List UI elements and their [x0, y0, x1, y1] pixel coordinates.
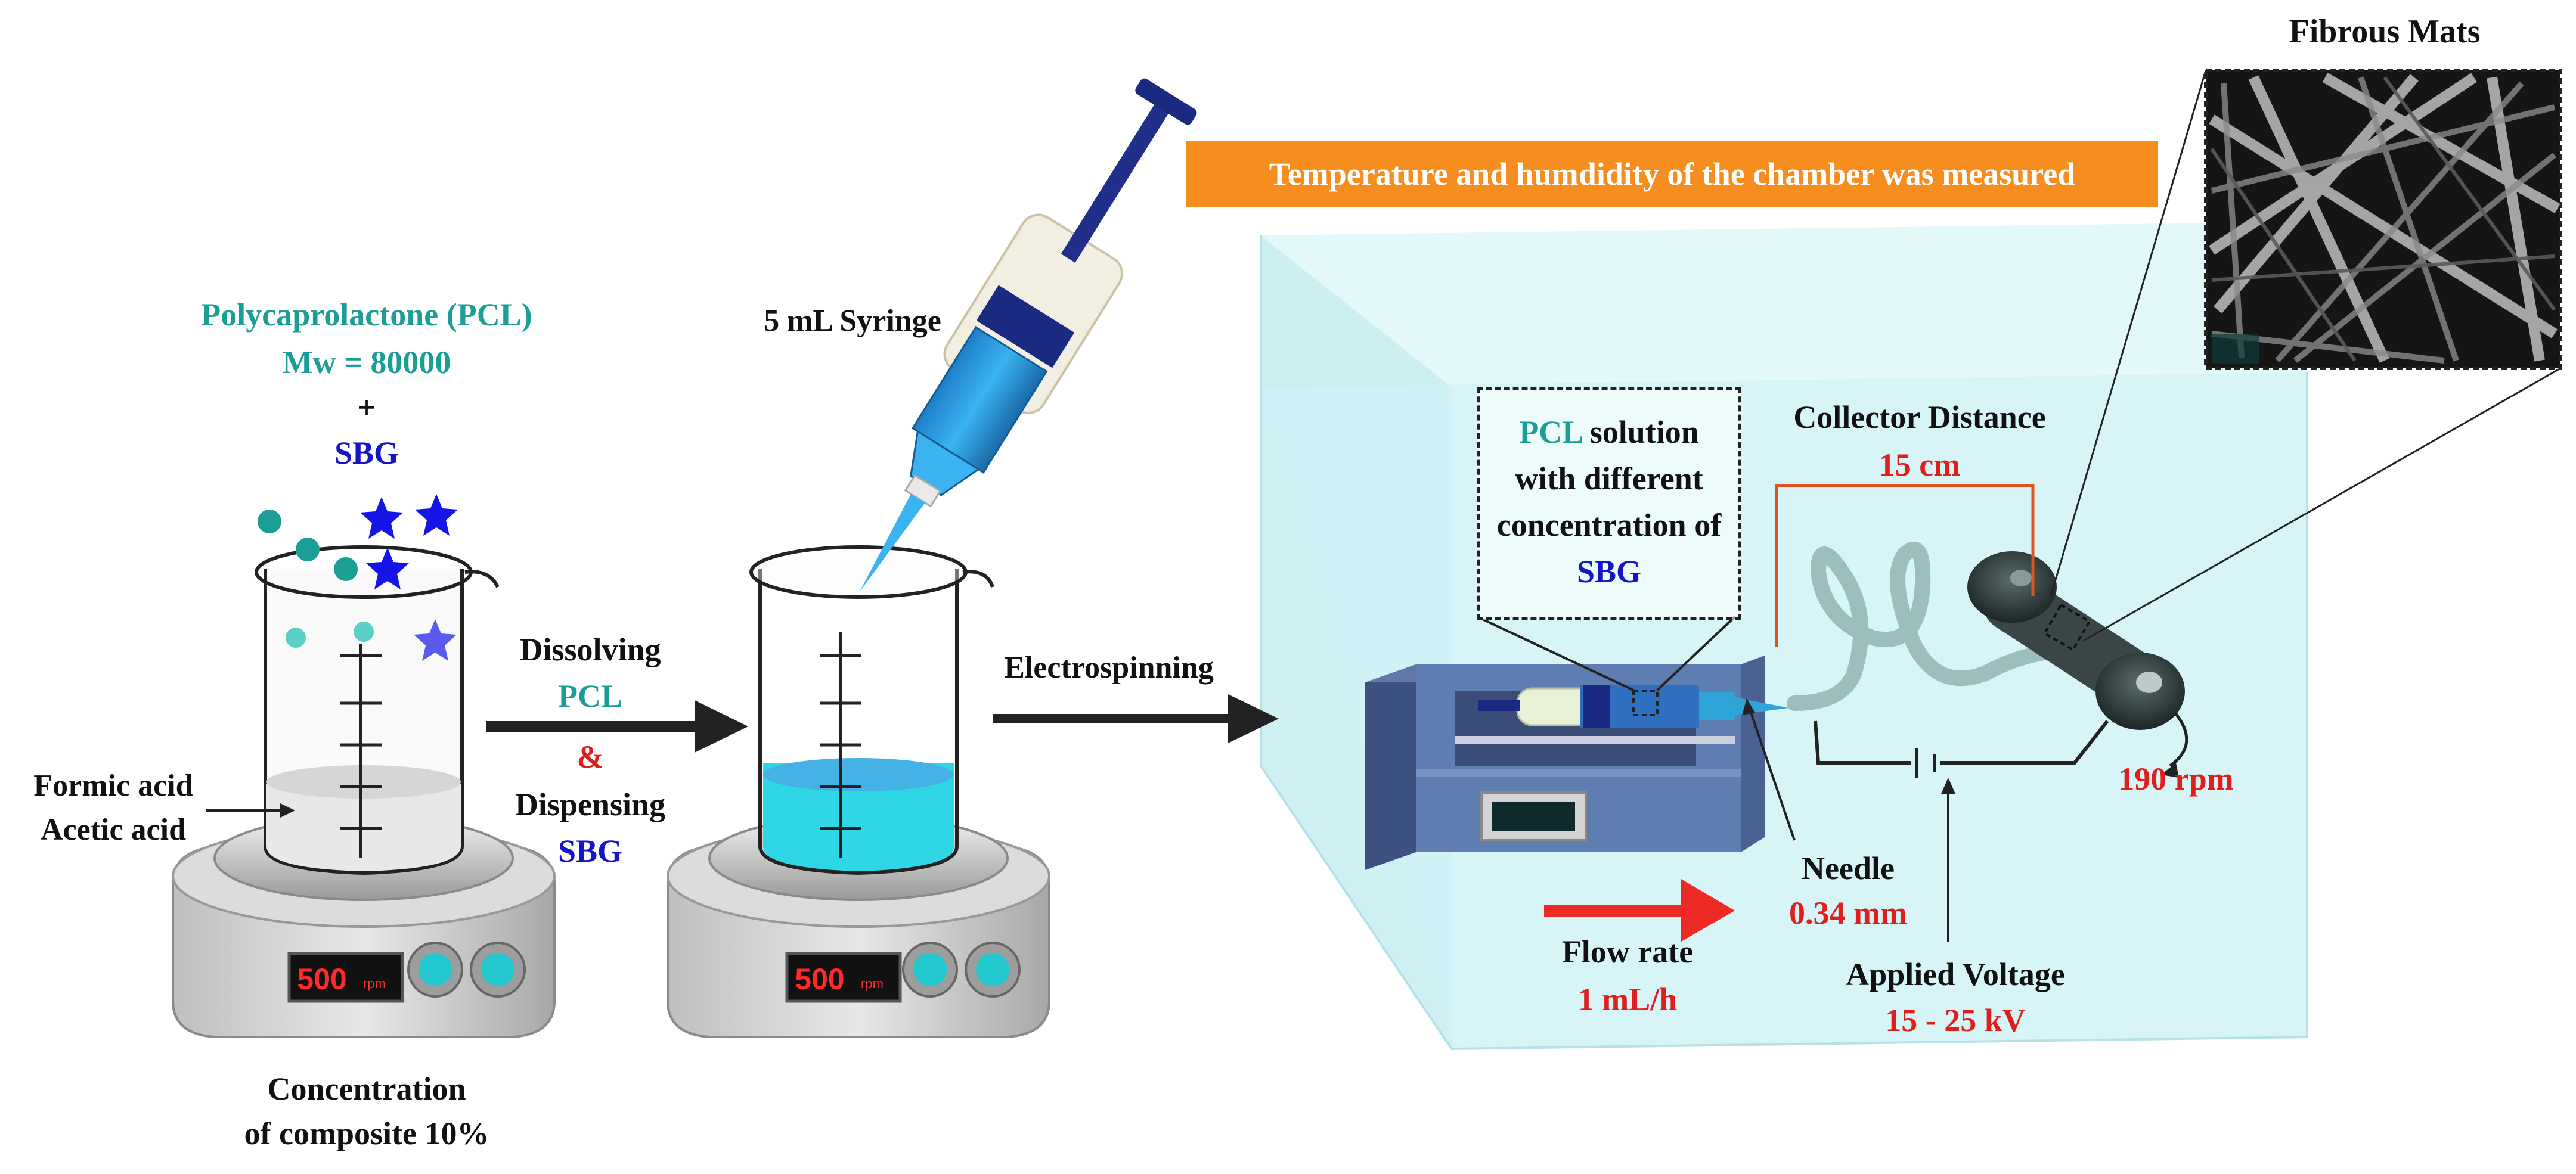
- fibrous-mat-image: [2204, 69, 2562, 370]
- arrow-electrospinning: [993, 694, 1279, 743]
- flow-rate-value: 1 mL/h: [1577, 982, 1678, 1017]
- needle-label: Needle: [1802, 850, 1895, 886]
- flow-rate-arrow: [1544, 879, 1735, 942]
- solution-sbg: SBG: [1576, 554, 1642, 589]
- dispensing-label: Dispensing: [514, 787, 666, 822]
- flow-rate-label: Flow rate: [1561, 934, 1694, 970]
- rpm-value: 190 rpm: [2118, 761, 2234, 797]
- concentration-label-1: Concentration: [267, 1071, 466, 1107]
- pump-syringe: [1478, 685, 1791, 728]
- pcl-particles: [258, 510, 374, 648]
- chamber-banner: Temperature and humdidity of the chamber…: [1186, 141, 2158, 207]
- syringe-label: 5 mL Syringe: [764, 304, 941, 338]
- plus-sign: +: [357, 390, 376, 426]
- syringe-5ml: [859, 78, 1197, 592]
- display-left-value: 500: [297, 962, 346, 996]
- hotplate-display-right: [785, 952, 902, 1003]
- collector-distance-bracket: [1775, 484, 2035, 647]
- needle-value: 0.34 mm: [1789, 895, 1907, 931]
- applied-voltage-value: 15 - 25 kV: [1885, 1002, 2026, 1038]
- beaker-right: [749, 545, 994, 875]
- display-right-value: 500: [795, 962, 844, 996]
- chamber-top-face: [1261, 222, 2307, 387]
- sbg-stars: [360, 494, 458, 661]
- collector-distance-label: Collector Distance: [1793, 399, 2046, 435]
- display-right-unit: rpm: [861, 976, 884, 991]
- dispensing-sbg: SBG: [557, 833, 623, 869]
- electrospinning-label: Electrospinning: [1004, 651, 1214, 685]
- formic-acid-label: Formic acid: [33, 769, 193, 803]
- solution-line-1: PCL solution: [1477, 413, 1741, 452]
- rotating-drum-collector: [1967, 551, 2185, 730]
- hotplate-right: 500 rpm: [667, 815, 1050, 1038]
- solution-line-3: concentration of: [1496, 507, 1722, 543]
- sbg-label: SBG: [334, 435, 399, 471]
- concentration-label-2: of composite 10%: [244, 1116, 489, 1151]
- solution-line-2: with different: [1515, 461, 1703, 496]
- acetic-acid-label: Acetic acid: [40, 813, 186, 847]
- molecular-weight: Mw = 80000: [282, 344, 451, 380]
- power-circuit: [1814, 720, 2109, 778]
- display-left-unit: rpm: [363, 976, 386, 991]
- dissolving-label: Dissolving: [519, 632, 661, 667]
- fiber-jet: [1787, 542, 2118, 711]
- applied-voltage-label: Applied Voltage: [1846, 956, 2065, 992]
- hotplate-display-left: [287, 952, 404, 1003]
- collector-distance-value: 15 cm: [1878, 447, 1961, 483]
- arrow-dissolving: [486, 700, 748, 753]
- dissolving-pcl: PCL: [558, 678, 622, 714]
- pcl-title: Polycaprolactone (PCL): [201, 297, 532, 333]
- fibrous-mats-title: Fibrous Mats: [2289, 13, 2481, 50]
- ampersand: &: [576, 739, 604, 775]
- solution-pcl: PCL: [1519, 414, 1582, 450]
- beaker-left: [255, 545, 500, 875]
- solution-word: solution: [1582, 414, 1699, 450]
- solution-callout: [1477, 387, 1741, 620]
